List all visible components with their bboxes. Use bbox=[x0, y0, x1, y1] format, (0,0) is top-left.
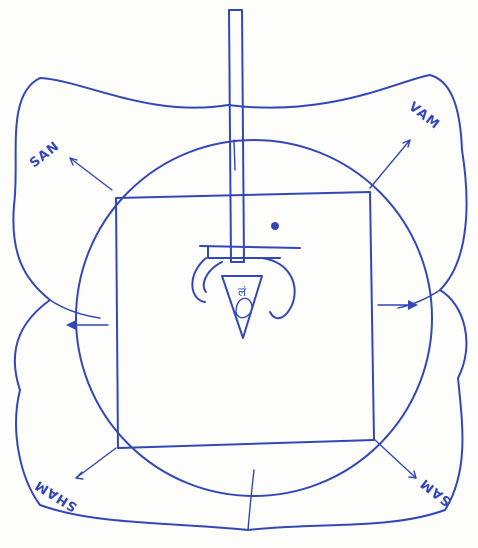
kundalini-coil bbox=[236, 298, 252, 317]
arrow-left bbox=[66, 320, 108, 330]
petal-label-top-left: SAN bbox=[27, 139, 62, 171]
arrow-bottom-right bbox=[375, 440, 416, 478]
petal-label-bottom-right: SAM bbox=[417, 475, 454, 509]
arrow-bottom-left bbox=[76, 448, 116, 479]
petal-label-bottom-left: SHAM bbox=[32, 477, 80, 515]
petal-label-top-right: VAM bbox=[406, 99, 443, 132]
earth-square bbox=[116, 192, 374, 448]
bindu-dot bbox=[271, 222, 279, 230]
petal-divider-bottom bbox=[248, 470, 254, 530]
arrow-top-right bbox=[370, 140, 410, 188]
seed-syllable-glyph bbox=[192, 222, 300, 318]
petal-divider-left bbox=[50, 300, 100, 318]
sushumna-inner-line bbox=[234, 140, 235, 170]
triangle-inner-mark: लं bbox=[238, 285, 247, 299]
sushumna-channel bbox=[229, 10, 244, 262]
arrow-top-left bbox=[70, 158, 112, 190]
